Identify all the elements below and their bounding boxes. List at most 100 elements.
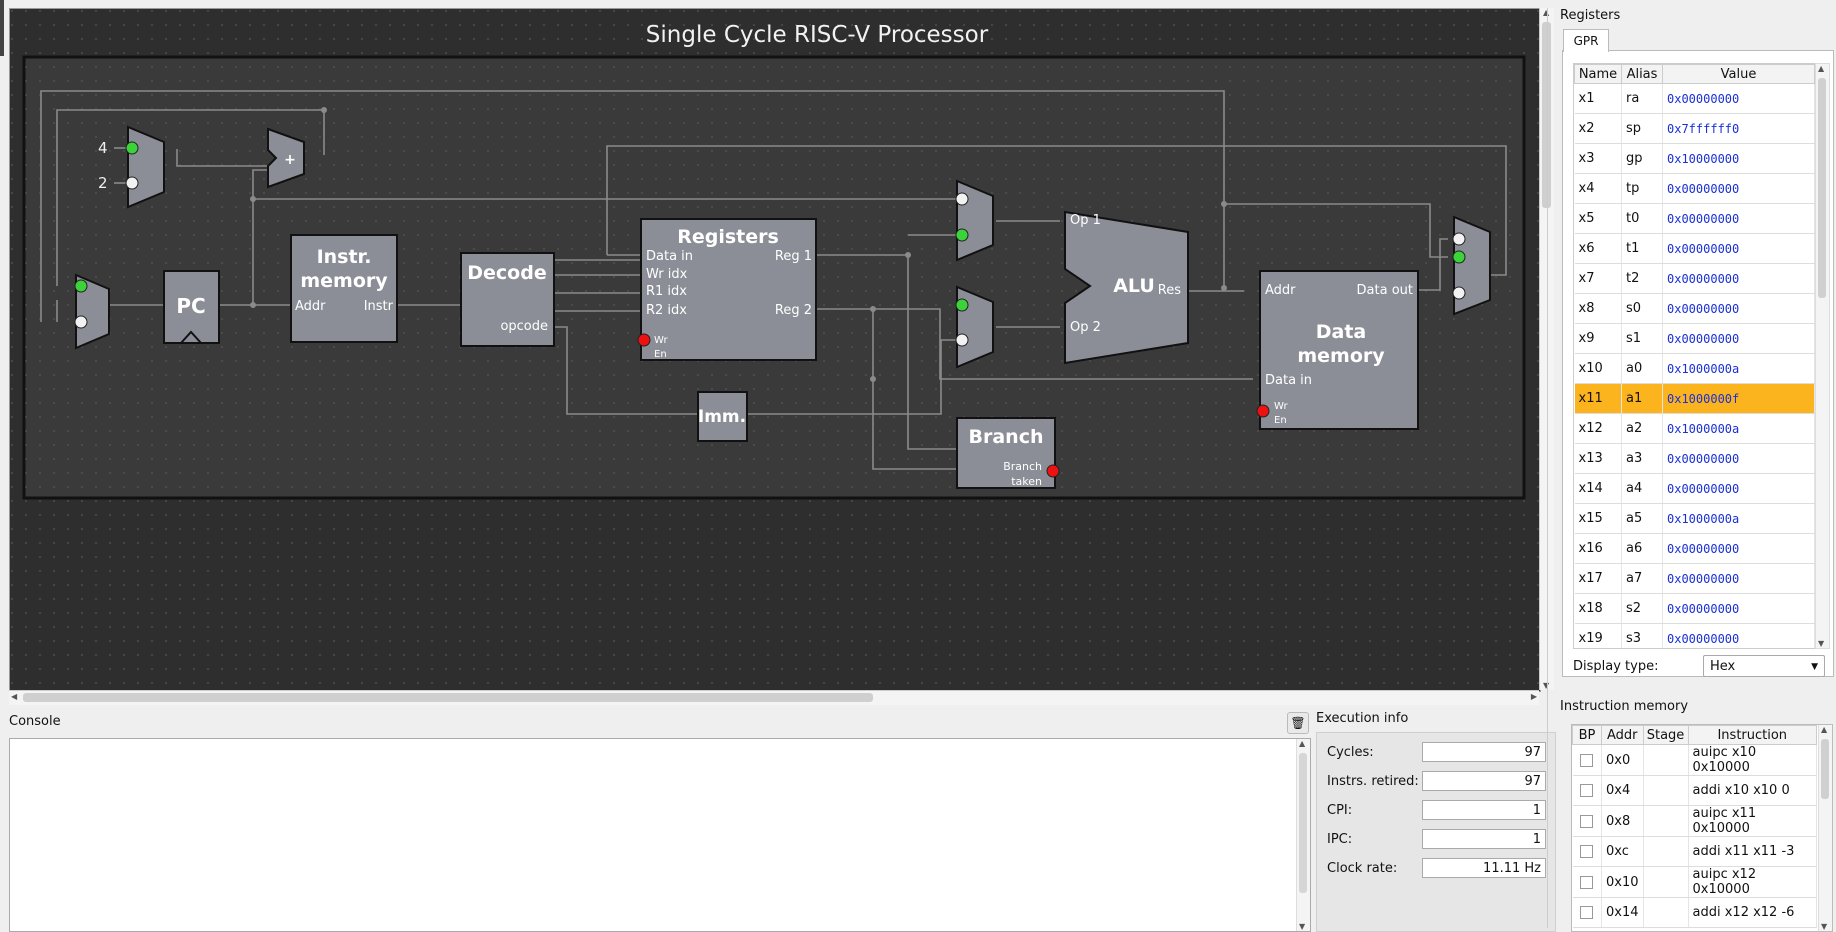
immediate-block[interactable]	[697, 391, 748, 442]
col-stage[interactable]: Stage	[1642, 725, 1689, 745]
register-value[interactable]: 0x1000000f	[1662, 383, 1815, 414]
canvas-vertical-scrollbar[interactable]: ▲ ▼	[1539, 8, 1554, 690]
instruction-memory-scrollbar[interactable]: ▲ ▼	[1818, 725, 1832, 931]
col-instruction[interactable]: Instruction	[1687, 725, 1818, 745]
branch-block[interactable]	[956, 417, 1056, 489]
breakpoint-checkbox-cell[interactable]	[1572, 866, 1602, 898]
register-value[interactable]: 0x1000000a	[1662, 353, 1815, 384]
register-table-scrollbar[interactable]: ▲ ▼	[1815, 63, 1830, 649]
scroll-right-icon[interactable]: ▶	[1530, 692, 1537, 701]
branch-label: Branch	[969, 426, 1044, 448]
col-value[interactable]: Value	[1662, 64, 1815, 84]
breakpoint-checkbox[interactable]	[1580, 845, 1594, 858]
col-addr[interactable]: Addr	[1601, 725, 1644, 745]
imem-instr-port: Instr	[364, 299, 394, 314]
console-output[interactable]: ▲ ▼	[9, 738, 1311, 932]
register-value[interactable]: 0x00000000	[1662, 443, 1815, 474]
register-value[interactable]: 0x00000000	[1662, 203, 1815, 234]
col-alias[interactable]: Alias	[1621, 64, 1663, 84]
instruction-stage	[1643, 897, 1689, 928]
register-value[interactable]: 0x00000000	[1662, 323, 1815, 354]
register-value[interactable]: 0x00000000	[1662, 623, 1815, 648]
instruction-memory-block[interactable]	[290, 234, 398, 343]
alu[interactable]	[1064, 210, 1189, 365]
registers-block[interactable]	[640, 218, 817, 361]
scroll-up-icon[interactable]: ▲	[1299, 739, 1306, 748]
scroll-left-icon[interactable]: ◀	[11, 692, 18, 701]
tab-gpr[interactable]: GPR	[1563, 29, 1609, 52]
breakpoint-checkbox[interactable]	[1580, 875, 1594, 889]
processor-canvas[interactable]: Single Cycle RISC-V Processor	[9, 8, 1541, 692]
register-value[interactable]: 0x7ffffff0	[1662, 113, 1815, 144]
breakpoint-checkbox-cell[interactable]	[1572, 805, 1602, 837]
register-value[interactable]: 0x1000000a	[1662, 413, 1815, 444]
scroll-down-icon[interactable]: ▼	[1821, 922, 1828, 931]
col-name[interactable]: Name	[1574, 64, 1622, 84]
scroll-down-icon[interactable]: ▼	[1299, 922, 1306, 931]
register-value[interactable]: 0x00000000	[1662, 473, 1815, 504]
registers-label: Registers	[677, 226, 779, 248]
breakpoint-checkbox[interactable]	[1580, 814, 1594, 828]
register-value[interactable]: 0x00000000	[1662, 593, 1815, 624]
register-name: x8	[1574, 293, 1622, 324]
canvas-horizontal-scrollbar[interactable]: ◀ ▶	[9, 690, 1539, 705]
scroll-up-icon[interactable]: ▲	[1818, 64, 1825, 73]
display-type-select[interactable]: Hex ▼	[1703, 655, 1825, 677]
scroll-up-icon[interactable]: ▲	[1543, 8, 1549, 17]
breakpoint-checkbox[interactable]	[1580, 784, 1594, 797]
register-value[interactable]: 0x10000000	[1662, 143, 1815, 174]
register-value[interactable]: 0x00000000	[1662, 533, 1815, 564]
exec-value: 1	[1422, 829, 1546, 849]
register-value[interactable]: 0x00000000	[1662, 233, 1815, 264]
col-bp[interactable]: BP	[1572, 725, 1602, 745]
register-value[interactable]: 0x1000000a	[1662, 503, 1815, 534]
register-value[interactable]: 0x00000000	[1662, 263, 1815, 294]
breakpoint-checkbox-cell[interactable]	[1572, 744, 1602, 776]
mux-increment[interactable]	[127, 125, 165, 209]
register-value[interactable]: 0x00000000	[1662, 83, 1815, 114]
data-memory-block[interactable]	[1259, 270, 1419, 430]
pc-register[interactable]	[163, 270, 220, 344]
scroll-down-icon[interactable]: ▼	[1543, 681, 1549, 690]
adder[interactable]	[267, 127, 305, 189]
register-value[interactable]: 0x00000000	[1662, 173, 1815, 204]
breakpoint-checkbox-cell[interactable]	[1572, 897, 1602, 928]
breakpoint-checkbox[interactable]	[1580, 906, 1594, 919]
scroll-down-icon[interactable]: ▼	[1818, 639, 1825, 648]
clear-console-button[interactable]: 🗑	[1287, 712, 1309, 734]
breakpoint-checkbox-cell[interactable]	[1572, 775, 1602, 806]
register-value[interactable]: 0x00000000	[1662, 563, 1815, 594]
register-value[interactable]: 0x00000000	[1662, 293, 1815, 324]
decode-block[interactable]	[460, 252, 555, 347]
breakpoint-checkbox[interactable]	[1580, 753, 1594, 767]
register-alias: a5	[1621, 503, 1663, 534]
breakpoint-checkbox-cell[interactable]	[1572, 836, 1602, 867]
scroll-up-icon[interactable]: ▲	[1821, 725, 1828, 734]
console-scrollbar[interactable]: ▲ ▼	[1296, 739, 1310, 931]
